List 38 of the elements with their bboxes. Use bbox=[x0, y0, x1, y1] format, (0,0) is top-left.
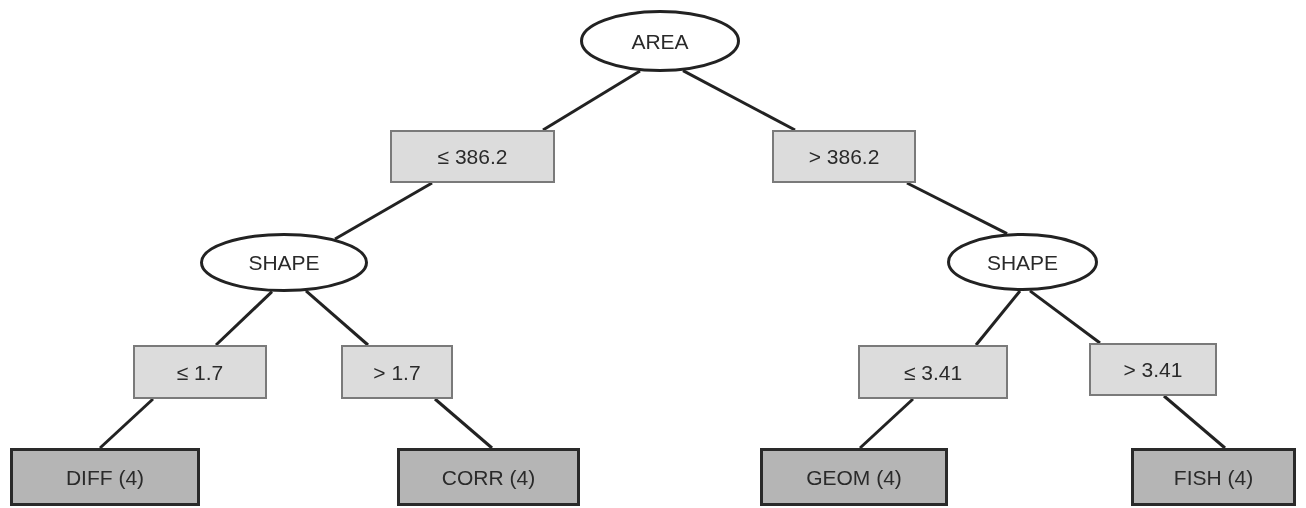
node-label: CORR (4) bbox=[441, 466, 536, 488]
condition-box bbox=[133, 345, 267, 399]
condition-box bbox=[341, 345, 453, 399]
connector-line bbox=[974, 290, 1022, 346]
node-label: > 386.2 bbox=[808, 146, 880, 167]
node-label: ≤ 1.7 bbox=[176, 361, 224, 383]
connector-line bbox=[1163, 394, 1226, 450]
connector-line bbox=[99, 397, 154, 450]
attribute-ellipse bbox=[200, 233, 368, 292]
connector-line bbox=[1029, 289, 1101, 345]
node-label: ≤ 386.2 bbox=[437, 146, 508, 167]
condition-box bbox=[1089, 343, 1217, 396]
node-label: DIFF (4) bbox=[65, 466, 145, 488]
node-label: GEOM (4) bbox=[806, 466, 902, 488]
attribute-ellipse bbox=[580, 10, 740, 72]
connector-line bbox=[682, 69, 796, 132]
connector-line bbox=[214, 290, 274, 347]
connector-line bbox=[859, 397, 914, 450]
node-label: > 1.7 bbox=[373, 361, 421, 383]
node-label: ≤ 3.41 bbox=[903, 361, 963, 383]
attribute-ellipse bbox=[947, 233, 1098, 291]
leaf-box bbox=[397, 448, 580, 506]
node-label: SHAPE bbox=[248, 252, 320, 273]
condition-box bbox=[772, 130, 916, 183]
node-label: > 3.41 bbox=[1123, 359, 1183, 380]
connector-line bbox=[906, 181, 1008, 235]
condition-box bbox=[858, 345, 1008, 399]
condition-box bbox=[390, 130, 555, 183]
connector-line bbox=[334, 181, 433, 241]
leaf-box bbox=[1131, 448, 1296, 506]
connector-line bbox=[542, 69, 641, 132]
leaf-box bbox=[10, 448, 200, 506]
connector-line bbox=[305, 289, 369, 347]
node-label: AREA bbox=[631, 30, 689, 52]
node-label: SHAPE bbox=[986, 251, 1059, 273]
node-label: FISH (4) bbox=[1173, 466, 1254, 488]
connector-line bbox=[434, 397, 493, 450]
leaf-box bbox=[760, 448, 948, 506]
